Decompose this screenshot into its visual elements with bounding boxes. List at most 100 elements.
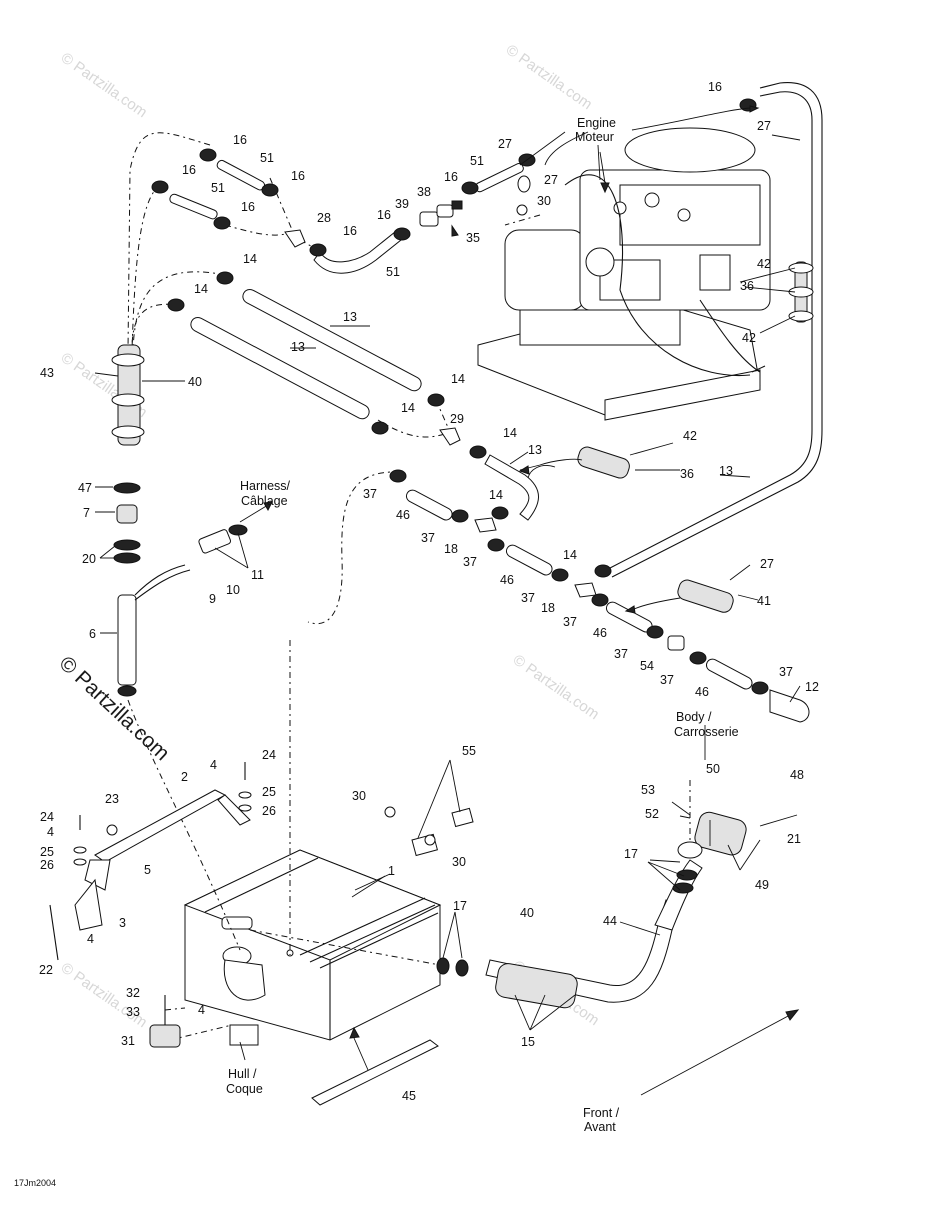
fuel-tank bbox=[183, 849, 442, 1046]
callout-36: 36 bbox=[680, 467, 694, 481]
callout-2: 2 bbox=[181, 770, 188, 784]
hoses bbox=[169, 82, 823, 1009]
callout-13: 13 bbox=[291, 340, 305, 354]
callout-22: 22 bbox=[39, 963, 53, 977]
callout-32: 32 bbox=[126, 986, 140, 1000]
callout-37: 37 bbox=[779, 665, 793, 679]
callout-14: 14 bbox=[401, 401, 415, 415]
callout-33: 33 bbox=[126, 1005, 140, 1019]
callout-45: 45 bbox=[402, 1089, 416, 1103]
callout-27: 27 bbox=[757, 119, 771, 133]
callout-51: 51 bbox=[260, 151, 274, 165]
label-front: Front / bbox=[583, 1106, 620, 1120]
callout-17: 17 bbox=[453, 899, 467, 913]
label-body: Body / bbox=[676, 710, 712, 724]
callout-36: 36 bbox=[740, 279, 754, 293]
leader-lines bbox=[94, 105, 801, 1096]
callout-13: 13 bbox=[343, 310, 357, 324]
callout-13: 13 bbox=[719, 464, 733, 478]
callout-42: 42 bbox=[757, 257, 771, 271]
watermark-text: © Partzilla.com bbox=[510, 651, 603, 723]
callout-46: 46 bbox=[396, 508, 410, 522]
callout-50: 50 bbox=[706, 762, 720, 776]
callout-37: 37 bbox=[363, 487, 377, 501]
callout-7: 7 bbox=[83, 506, 90, 520]
label-engine: Engine bbox=[577, 116, 616, 130]
callout-5: 5 bbox=[144, 863, 151, 877]
callout-43: 43 bbox=[40, 366, 54, 380]
callout-48: 48 bbox=[790, 768, 804, 782]
callout-37: 37 bbox=[614, 647, 628, 661]
callout-16: 16 bbox=[444, 170, 458, 184]
callout-14: 14 bbox=[563, 548, 577, 562]
callout-4: 4 bbox=[87, 932, 94, 946]
label-coque: Coque bbox=[226, 1082, 263, 1096]
callout-12: 12 bbox=[805, 680, 819, 694]
callout-46: 46 bbox=[500, 573, 514, 587]
label-moteur: Moteur bbox=[575, 130, 614, 144]
callout-31: 31 bbox=[121, 1034, 135, 1048]
callout-30: 30 bbox=[537, 194, 551, 208]
callout-35: 35 bbox=[466, 231, 480, 245]
callout-53: 53 bbox=[641, 783, 655, 797]
callout-27: 27 bbox=[544, 173, 558, 187]
callout-25: 25 bbox=[262, 785, 276, 799]
label-carrosserie: Carrosserie bbox=[674, 725, 739, 739]
callout-28: 28 bbox=[317, 211, 331, 225]
callout-49: 49 bbox=[755, 878, 769, 892]
callout-42: 42 bbox=[742, 331, 756, 345]
callout-4: 4 bbox=[210, 758, 217, 772]
callout-46: 46 bbox=[695, 685, 709, 699]
callout-16: 16 bbox=[377, 208, 391, 222]
callout-10: 10 bbox=[226, 583, 240, 597]
callout-4: 4 bbox=[47, 825, 54, 839]
callout-40: 40 bbox=[188, 375, 202, 389]
callout-20: 20 bbox=[82, 552, 96, 566]
callout-55: 55 bbox=[462, 744, 476, 758]
callout-9: 9 bbox=[209, 592, 216, 606]
callout-14: 14 bbox=[489, 488, 503, 502]
callout-25: 25 bbox=[40, 845, 54, 859]
callout-15: 15 bbox=[521, 1035, 535, 1049]
callout-1: 1 bbox=[388, 864, 395, 878]
callout-40: 40 bbox=[520, 906, 534, 920]
label-hull: Hull / bbox=[228, 1067, 257, 1081]
callout-23: 23 bbox=[105, 792, 119, 806]
callout-51: 51 bbox=[211, 181, 225, 195]
callout-4: 4 bbox=[198, 1003, 205, 1017]
callout-21: 21 bbox=[787, 832, 801, 846]
callout-16: 16 bbox=[708, 80, 722, 94]
callout-51: 51 bbox=[386, 265, 400, 279]
callout-26: 26 bbox=[262, 804, 276, 818]
callout-37: 37 bbox=[563, 615, 577, 629]
callout-37: 37 bbox=[421, 531, 435, 545]
watermark-text: © Partzilla.com bbox=[503, 41, 596, 113]
callout-30: 30 bbox=[452, 855, 466, 869]
callout-38: 38 bbox=[417, 185, 431, 199]
callout-37: 37 bbox=[463, 555, 477, 569]
callout-16: 16 bbox=[241, 200, 255, 214]
callout-46: 46 bbox=[593, 626, 607, 640]
watermark-large-text: © Partzilla.com bbox=[55, 652, 174, 765]
callout-37: 37 bbox=[660, 673, 674, 687]
callout-18: 18 bbox=[541, 601, 555, 615]
callout-14: 14 bbox=[243, 252, 257, 266]
callout-41: 41 bbox=[757, 594, 771, 608]
callout-29: 29 bbox=[450, 412, 464, 426]
callout-16: 16 bbox=[343, 224, 357, 238]
callout-17: 17 bbox=[624, 847, 638, 861]
watermark-text: © Partzilla.com bbox=[58, 49, 151, 121]
callout-52: 52 bbox=[645, 807, 659, 821]
callout-51: 51 bbox=[470, 154, 484, 168]
callout-42: 42 bbox=[683, 429, 697, 443]
callout-27: 27 bbox=[760, 557, 774, 571]
callout-14: 14 bbox=[503, 426, 517, 440]
callout-16: 16 bbox=[233, 133, 247, 147]
callout-18: 18 bbox=[444, 542, 458, 556]
callout-11: 11 bbox=[251, 568, 264, 582]
callout-labels: Engine Moteur Harness/ Câblage Body / Ca… bbox=[14, 80, 819, 1188]
engine-illustration bbox=[477, 127, 771, 421]
callout-37: 37 bbox=[521, 591, 535, 605]
